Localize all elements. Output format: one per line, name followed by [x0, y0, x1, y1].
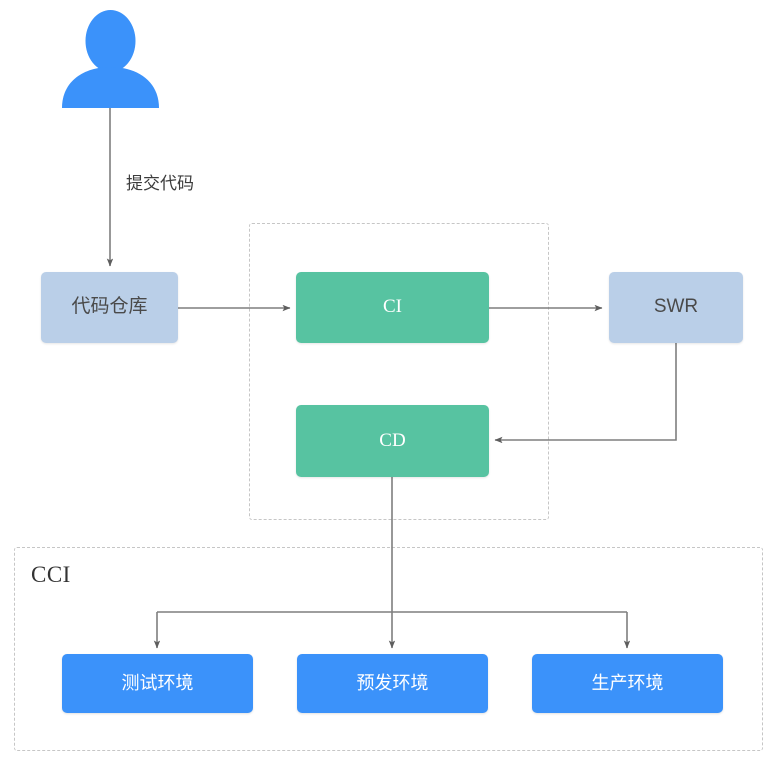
node-prod-env[interactable]: 生产环境 — [532, 654, 723, 713]
node-ci-label: CI — [383, 296, 402, 318]
node-ci[interactable]: CI — [296, 272, 489, 343]
node-code-repo[interactable]: 代码仓库 — [41, 272, 178, 343]
node-cd[interactable]: CD — [296, 405, 489, 477]
node-swr-label: SWR — [653, 296, 699, 318]
person-silhouette-icon — [62, 10, 159, 108]
node-test-env-label: 测试环境 — [121, 672, 194, 693]
node-staging-env[interactable]: 预发环境 — [297, 654, 488, 713]
cci-group-box — [14, 547, 763, 751]
node-code-repo-label: 代码仓库 — [71, 296, 148, 318]
edge-label-commit-code: 提交代码 — [126, 174, 194, 193]
node-prod-env-label: 生产环境 — [591, 672, 664, 693]
cci-group-label: CCI — [31, 562, 71, 587]
user-actor — [57, 8, 164, 108]
node-test-env[interactable]: 测试环境 — [62, 654, 253, 713]
node-cd-label: CD — [379, 429, 406, 451]
node-staging-env-label: 预发环境 — [356, 672, 429, 693]
node-swr[interactable]: SWR — [609, 272, 743, 343]
